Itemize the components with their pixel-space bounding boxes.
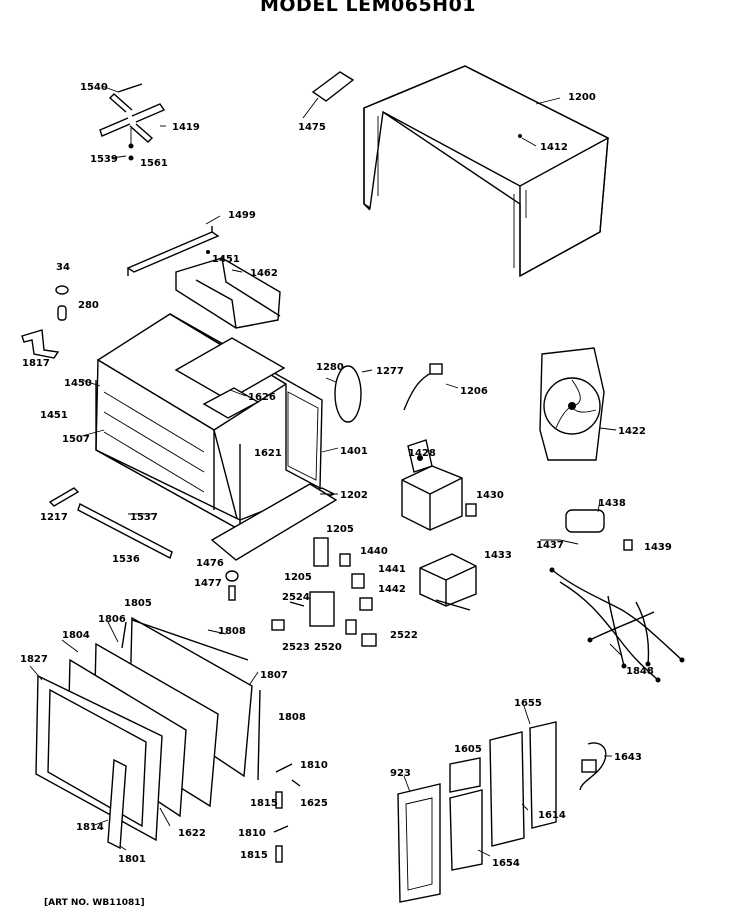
label-1277: 1277 (376, 366, 404, 377)
art-number: [ART NO. WB11081] (44, 898, 145, 908)
air-duct-part (175, 250, 281, 329)
label-1438: 1438 (598, 498, 626, 509)
part-labels: 1540 1419 1539 1561 1475 1200 1412 1499 … (20, 82, 672, 869)
small-hardware-part (21, 285, 69, 359)
label-1537: 1537 (130, 512, 158, 523)
label-1827: 1827 (20, 654, 48, 665)
cover-plate-part (302, 71, 355, 119)
label-1475: 1475 (298, 122, 326, 133)
label-34: 34 (56, 262, 70, 273)
label-280: 280 (78, 300, 99, 311)
label-1804: 1804 (62, 630, 90, 641)
label-1280: 1280 (316, 362, 344, 373)
label-1643: 1643 (614, 752, 642, 763)
label-1437: 1437 (536, 540, 564, 551)
label-1200: 1200 (568, 92, 596, 103)
label-1621: 1621 (254, 448, 282, 459)
stirrer-blade-part (99, 83, 166, 161)
label-1419: 1419 (172, 122, 200, 133)
label-1217: 1217 (40, 512, 68, 523)
label-1807: 1807 (260, 670, 288, 681)
label-1412: 1412 (540, 142, 568, 153)
label-1805-door: 1805 (124, 598, 152, 609)
label-1625: 1625 (300, 798, 328, 809)
power-cord-part (403, 363, 443, 411)
leader-lines (29, 85, 623, 857)
fan-assembly-part (539, 347, 605, 461)
label-1654: 1654 (492, 858, 520, 869)
label-1605: 1605 (454, 744, 482, 755)
label-1442: 1442 (378, 584, 406, 595)
lamp-cover-part (325, 365, 362, 423)
label-1507: 1507 (62, 434, 90, 445)
label-1205-top: 1205 (326, 524, 354, 535)
label-1433: 1433 (484, 550, 512, 561)
support-bar-part (126, 226, 220, 276)
label-1451-left: 1451 (40, 410, 68, 421)
label-1206: 1206 (460, 386, 488, 397)
label-2524: 2524 (282, 592, 310, 603)
label-1810-top: 1810 (300, 760, 328, 771)
label-1401: 1401 (340, 446, 368, 457)
label-1451-top: 1451 (212, 254, 240, 265)
label-1422: 1422 (618, 426, 646, 437)
label-1808-side: 1808 (278, 712, 306, 723)
label-1806: 1806 (98, 614, 126, 625)
label-1814: 1814 (76, 822, 104, 833)
label-1848: 1848 (626, 666, 654, 677)
control-panel-part (397, 721, 607, 903)
door-assembly-part (35, 616, 261, 850)
magnetron-part (401, 439, 477, 531)
label-923: 923 (390, 768, 411, 779)
label-1202: 1202 (340, 490, 368, 501)
label-2522: 2522 (390, 630, 418, 641)
label-1815-top: 1815 (250, 798, 278, 809)
label-1499: 1499 (228, 210, 256, 221)
label-1536: 1536 (112, 554, 140, 565)
label-1476: 1476 (196, 558, 224, 569)
label-1440: 1440 (360, 546, 388, 557)
door-bar-part (48, 487, 173, 560)
label-1439: 1439 (644, 542, 672, 553)
label-1441: 1441 (378, 564, 406, 575)
label-2523: 2523 (282, 642, 310, 653)
label-1540: 1540 (80, 82, 108, 93)
label-1205-bottom: 1205 (284, 572, 312, 583)
label-1810-bottom: 1810 (238, 828, 266, 839)
label-1817: 1817 (22, 358, 50, 369)
interlock-switches-part (271, 537, 377, 647)
transformer-part (419, 553, 477, 611)
label-1808-top: 1808 (218, 626, 246, 637)
label-1655: 1655 (514, 698, 542, 709)
label-2520: 2520 (314, 642, 342, 653)
label-1477: 1477 (194, 578, 222, 589)
hinge-parts-part (273, 763, 301, 863)
oven-cavity-part (95, 313, 338, 561)
capacitor-part (559, 509, 633, 551)
door-latch-part (225, 570, 239, 601)
outer-case-part (363, 65, 610, 278)
label-1462: 1462 (250, 268, 278, 279)
label-1626: 1626 (248, 392, 276, 403)
wire-harness-part (549, 567, 685, 683)
label-1614: 1614 (538, 810, 566, 821)
label-1428: 1428 (408, 448, 436, 459)
label-1622: 1622 (178, 828, 206, 839)
label-1539: 1539 (90, 154, 118, 165)
label-1801: 1801 (118, 854, 146, 865)
label-1815-bottom: 1815 (240, 850, 268, 861)
label-1430: 1430 (476, 490, 504, 501)
diagram-title: MODEL LEM065H01 (259, 0, 477, 16)
label-1561: 1561 (140, 158, 168, 169)
label-1450: 1450 (64, 378, 92, 389)
